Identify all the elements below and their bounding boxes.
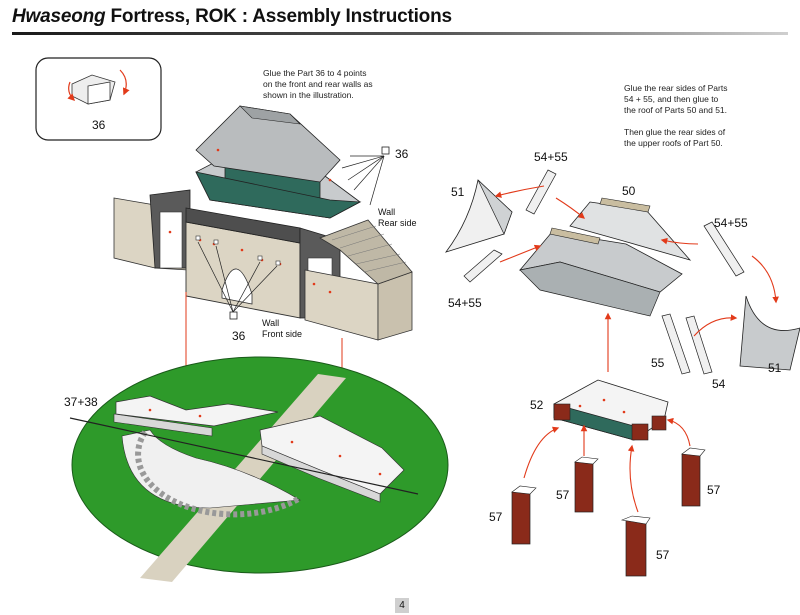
label-part52: 52 (530, 398, 544, 412)
header-rule (12, 32, 788, 35)
label-part57-a: 57 (556, 488, 570, 502)
label-part36-rear: 36 (395, 147, 409, 161)
part36-squares (195, 235, 281, 266)
label-part50: 50 (622, 184, 636, 198)
label-wall-rear: Wall Rear side (378, 207, 417, 228)
assembly-arrows-right (494, 185, 779, 513)
label-part55: 55 (651, 356, 665, 370)
title-rest: Fortress, ROK : Assembly Instructions (105, 6, 453, 27)
label-part51-right: 51 (768, 361, 782, 375)
roof-part-51-right (739, 295, 800, 371)
label-part51-left: 51 (451, 185, 465, 199)
part36-cube-icons (229, 146, 390, 320)
label-part57-c: 57 (707, 483, 721, 497)
roof-part-51-left (444, 179, 513, 253)
page-number: 4 (395, 598, 409, 613)
label-part5455-left: 54+55 (448, 296, 482, 310)
label-wall-front: Wall Front side (262, 318, 303, 339)
note-glue-rear: Glue the rear sides of Parts 54 + 55, an… (624, 83, 728, 148)
label-inset-36: 36 (92, 118, 106, 132)
base-37-38 (69, 356, 449, 582)
inset-part-36 (35, 57, 162, 141)
label-part5455-top: 54+55 (534, 150, 568, 164)
label-part36-front: 36 (232, 329, 246, 343)
base-part-52 (553, 379, 669, 441)
title-italic: Hwaseong (12, 6, 106, 27)
label-base-37-38: 37+38 (64, 395, 98, 409)
label-part57-b: 57 (489, 510, 503, 524)
pillars-57 (511, 447, 706, 577)
note-glue-part36: Glue the Part 36 to 4 points on the fron… (263, 68, 373, 100)
ridge-parts (463, 169, 745, 375)
fortress-gate (113, 105, 413, 341)
page-title: Hwaseong Fortress, ROK : Assembly Instru… (12, 6, 452, 28)
label-part54: 54 (712, 377, 726, 391)
roof-part-50 (518, 197, 692, 317)
part36-leader-lines (197, 155, 385, 313)
label-part5455-right: 54+55 (714, 216, 748, 230)
label-part57-d: 57 (656, 548, 670, 562)
page-header: Hwaseong Fortress, ROK : Assembly Instru… (12, 4, 788, 35)
